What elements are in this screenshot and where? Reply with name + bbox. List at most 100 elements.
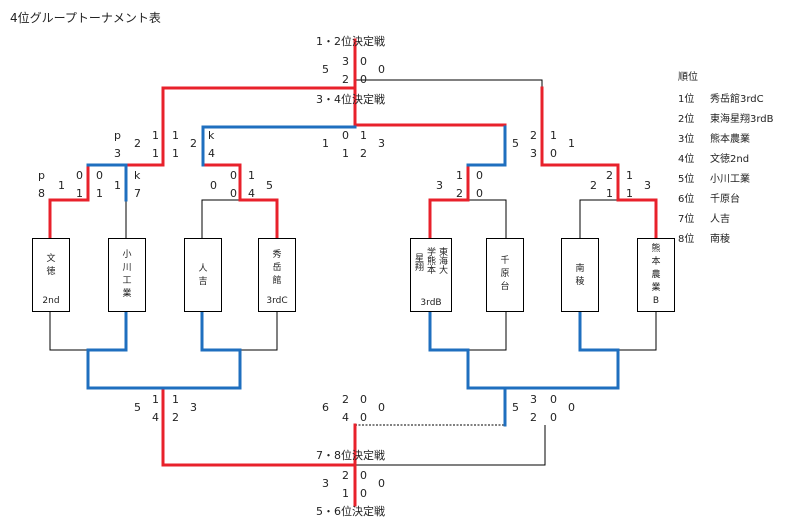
score: 0	[360, 73, 367, 86]
ranking-place: 5位	[678, 174, 695, 185]
score: 0	[360, 469, 367, 482]
final-5-6-title: 5・6位決定戦	[316, 505, 385, 518]
score: 0	[96, 169, 103, 182]
score: 5	[134, 401, 141, 414]
score: 3	[436, 179, 443, 192]
ranking-header: 順位	[678, 72, 698, 83]
team-name: 農	[651, 270, 661, 280]
team-name: 稜	[575, 277, 585, 287]
score: 2	[190, 137, 197, 150]
score: 1	[342, 487, 349, 500]
score: 3	[644, 179, 651, 192]
team-box-hitoyoshi: 人 吉	[184, 238, 222, 312]
score: 0	[76, 169, 83, 182]
team-name: 千	[500, 256, 510, 266]
team-name: 徳	[46, 267, 56, 277]
ranking-team: 東海星翔3rdB	[710, 114, 774, 125]
team-name: 業	[651, 283, 661, 293]
score: 1	[626, 187, 633, 200]
score: 2	[134, 137, 141, 150]
team-box-bunntoku: 文 徳 2nd	[32, 238, 70, 312]
ranking-place: 2位	[678, 114, 695, 125]
score: 1	[172, 129, 179, 142]
ranking-place: 8位	[678, 234, 695, 245]
score: 0	[360, 55, 367, 68]
score: 0	[360, 411, 367, 424]
score: 1	[76, 187, 83, 200]
team-suffix: 2nd	[42, 296, 60, 306]
team-name: B	[652, 296, 660, 306]
score: 5	[266, 179, 273, 192]
score: 0	[550, 393, 557, 406]
score: 1	[322, 137, 329, 150]
score: 2	[530, 129, 537, 142]
team-name: 業	[122, 289, 132, 299]
score: 3	[530, 147, 537, 160]
ranking-place: 1位	[678, 94, 695, 105]
score: 0	[378, 477, 385, 490]
team-suffix: 3rdB	[420, 298, 442, 308]
team-name: 東海大	[437, 247, 447, 274]
score: 1	[568, 137, 575, 150]
score: 2	[606, 169, 613, 182]
ranking-team: 秀岳館3rdC	[710, 94, 764, 105]
score: k	[134, 169, 141, 182]
score: 1	[172, 393, 179, 406]
score: 1	[96, 187, 103, 200]
team-name: 岳	[272, 263, 282, 273]
ranking-team: 南稜	[710, 234, 730, 245]
score: 0	[476, 187, 483, 200]
score: 3	[530, 393, 537, 406]
ranking-team: 小川工業	[710, 174, 750, 185]
score: 0	[476, 169, 483, 182]
score: 7	[134, 187, 141, 200]
score: 3	[378, 137, 385, 150]
ranking-team: 千原台	[710, 194, 740, 205]
score: 1	[152, 129, 159, 142]
ranking-place: 7位	[678, 214, 695, 225]
ranking-place: 6位	[678, 194, 695, 205]
score: 4	[342, 411, 349, 424]
score: 0	[230, 169, 237, 182]
team-box-shugakukan: 秀 岳 館 3rdC	[258, 238, 296, 312]
page-title: 4位グループトーナメント表	[10, 11, 161, 25]
team-box-kumamoto-nogyo: 熊 本 農 業 B	[637, 238, 675, 312]
team-name: 文	[46, 254, 56, 264]
score: p	[114, 129, 121, 142]
score: 0	[210, 179, 217, 192]
score: 2	[342, 393, 349, 406]
ranking-team: 人吉	[710, 214, 730, 225]
ranking-place: 3位	[678, 134, 695, 145]
score: k	[208, 129, 215, 142]
team-box-ogawa: 小 川 工 業	[108, 238, 146, 312]
score: 5	[512, 401, 519, 414]
score: 0	[230, 187, 237, 200]
score: 2	[456, 187, 463, 200]
team-name: 星翔	[413, 253, 423, 271]
team-name: 川	[122, 263, 132, 273]
team-name: 南	[575, 264, 585, 274]
score: 1	[58, 179, 65, 192]
score: 1	[248, 169, 255, 182]
score: 4	[152, 411, 159, 424]
team-name: 本	[651, 257, 661, 267]
team-name: 秀	[272, 250, 282, 260]
score: 0	[378, 401, 385, 414]
score: 1	[172, 147, 179, 160]
score: 0	[378, 63, 385, 76]
team-name: 人	[198, 264, 208, 274]
score: 3	[114, 147, 121, 160]
score: 3	[342, 55, 349, 68]
team-name: 台	[500, 282, 510, 292]
ranking-team: 熊本農業	[710, 134, 750, 145]
final-7-8-title: 7・8位決定戦	[316, 449, 385, 462]
team-name: 館	[272, 276, 282, 286]
team-name: 小	[122, 250, 132, 260]
final-3-4-title: 3・4位決定戦	[316, 93, 385, 106]
score: 1	[114, 179, 121, 192]
team-name: 工	[122, 276, 132, 286]
team-name: 熊	[651, 244, 661, 254]
team-name: 学熊本	[425, 247, 435, 274]
